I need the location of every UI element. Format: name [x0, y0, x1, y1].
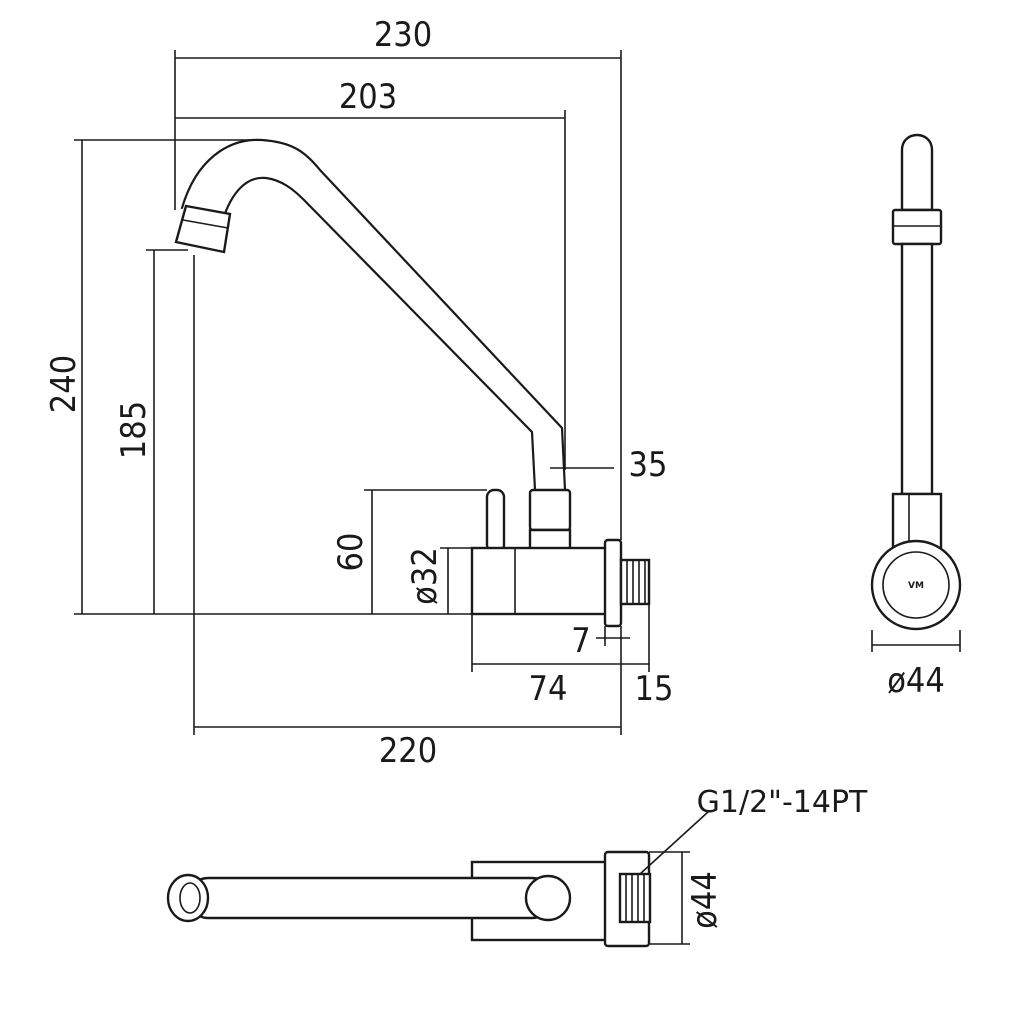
top-thread	[618, 872, 652, 924]
thread-spec-label: G1/2"-14PT	[697, 785, 868, 820]
dim-flange-thickness: 7	[571, 621, 590, 661]
dim-spout-reach: 203	[339, 77, 397, 117]
dim-overall-width: 230	[374, 15, 432, 55]
side-body-inner	[882, 551, 950, 619]
wall-flange	[603, 538, 623, 628]
side-spout-tip	[900, 133, 934, 212]
spout-inner-line	[220, 176, 537, 492]
thread-leader	[639, 811, 709, 875]
dim-outlet-height: 185	[114, 401, 154, 459]
dim-wall-to-outlet: 220	[379, 731, 437, 771]
top-aerator-inner	[179, 882, 201, 914]
dim-body-length: 74	[529, 669, 568, 709]
front-dimensions: 230 203 240 185 220 35 60 ø32 7	[44, 15, 673, 771]
side-body-outer	[870, 539, 962, 631]
handle-lever	[485, 488, 506, 554]
top-spout-tube	[186, 876, 554, 920]
thread-lines	[626, 560, 646, 604]
top-view: G1/2"-14PT ø44	[166, 785, 868, 948]
side-view: VM ø44	[870, 133, 962, 701]
swivel-collar	[528, 488, 572, 532]
top-thread-lines	[625, 874, 645, 922]
aerator-nozzle	[174, 204, 232, 254]
aerator-ring	[182, 219, 229, 229]
front-view	[174, 138, 651, 628]
dim-overall-height: 240	[44, 355, 84, 413]
top-swivel	[524, 874, 572, 922]
dim-handle-height: 60	[331, 533, 371, 572]
dim-top-diameter: ø44	[887, 661, 945, 701]
dim-side-diameter: ø44	[685, 871, 725, 929]
brand-logo: VM	[908, 581, 924, 591]
dim-thread-length: 15	[635, 669, 674, 709]
spout-outer-line	[180, 138, 567, 492]
top-aerator	[166, 873, 210, 923]
dim-body-offset: 35	[629, 445, 668, 485]
side-aerator	[891, 208, 943, 246]
dim-body-diameter: ø32	[405, 547, 445, 605]
side-spout-tube	[900, 242, 934, 496]
valve-body	[470, 546, 610, 616]
